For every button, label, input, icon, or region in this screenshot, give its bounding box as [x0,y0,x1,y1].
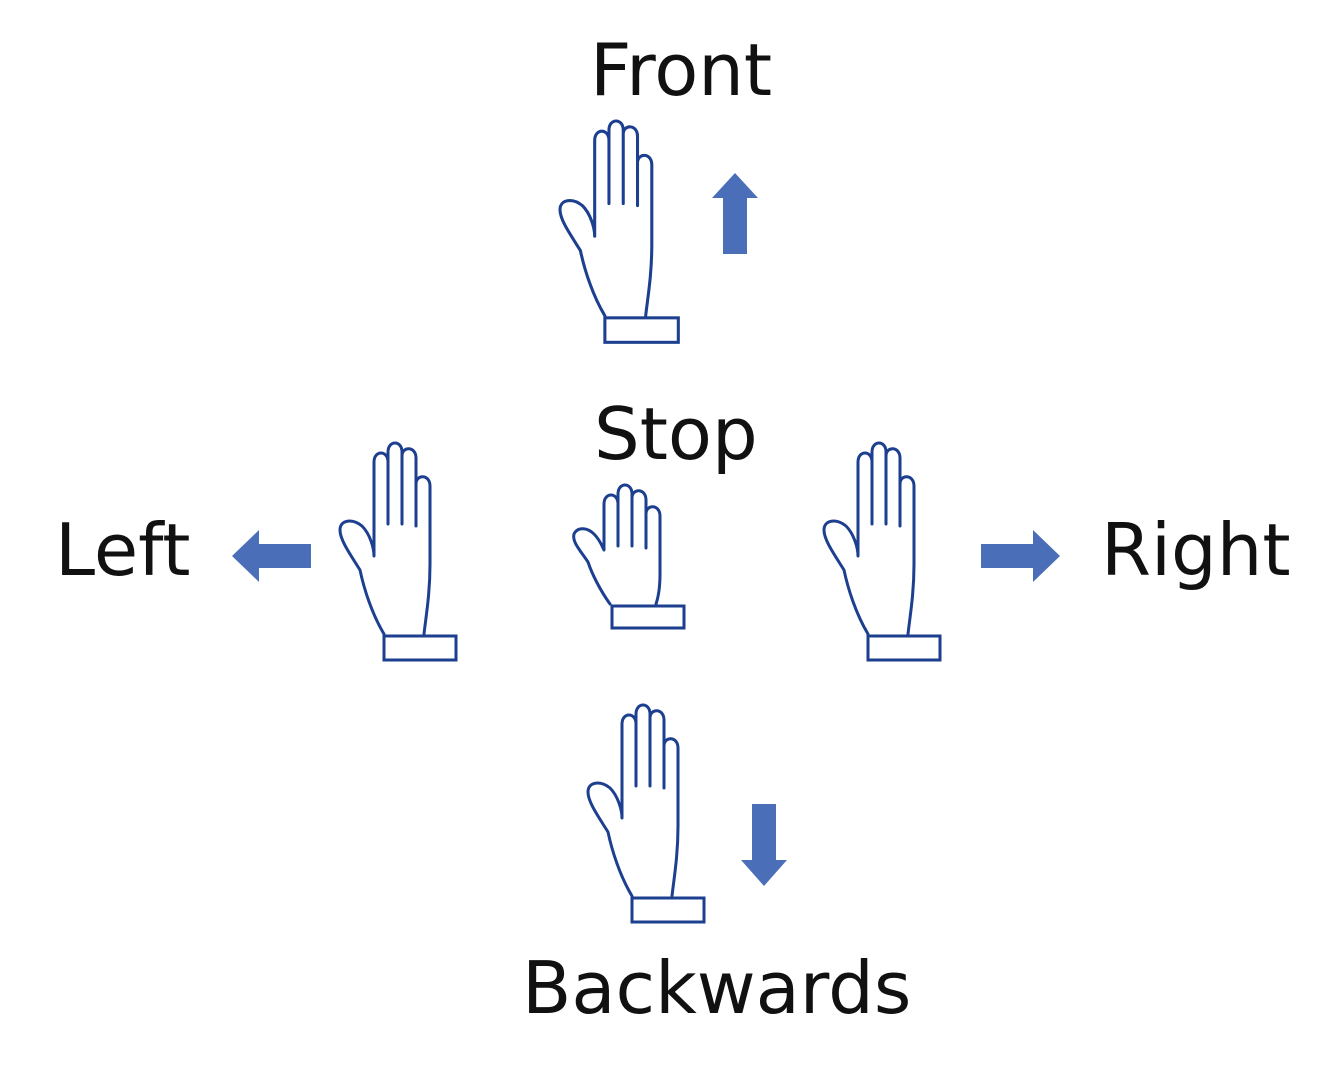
down-arrow-icon [741,804,787,886]
left-label: Left [55,508,191,592]
stop-label: Stop [594,392,758,476]
left-hand-icon [338,441,458,662]
right-arrow-icon [981,530,1060,582]
right-hand-icon [822,441,942,662]
right-label: Right [1101,508,1291,592]
front-label: Front [590,28,773,112]
front-hand-icon [558,119,680,344]
backwards-label: Backwards [522,946,912,1030]
backwards-hand-icon [586,703,706,924]
stop-fist-icon [572,483,686,630]
left-arrow-icon [232,530,311,582]
up-arrow-icon [712,173,758,254]
